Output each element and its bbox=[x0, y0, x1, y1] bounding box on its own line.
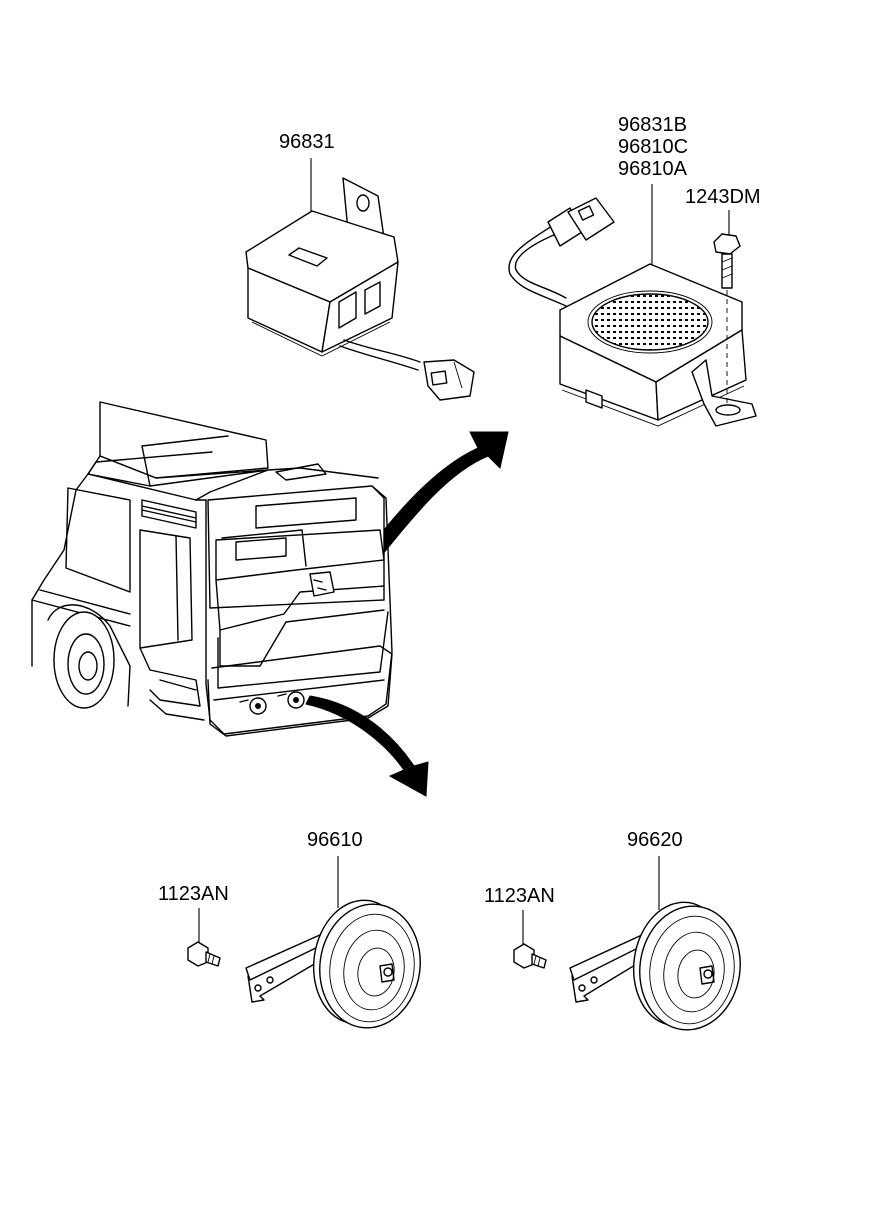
horn-high-illustration bbox=[569, 901, 741, 1031]
buzzer-part-number-1: 96831B bbox=[618, 114, 687, 136]
relay-illustration bbox=[245, 177, 475, 401]
horn-low-bolt-part-number: 1123AN bbox=[158, 883, 229, 905]
buzzer-part-number-2: 96810C bbox=[618, 136, 688, 158]
horn-high-bolt-illustration bbox=[513, 943, 547, 969]
buzzer-part-number-3: 96810A bbox=[618, 158, 688, 180]
relay-part-number: 96831 bbox=[279, 131, 335, 153]
arrow-to-horns bbox=[305, 695, 429, 797]
horn-low-part-number: 96610 bbox=[307, 829, 363, 851]
horn-high-part-number: 96620 bbox=[627, 829, 683, 851]
buzzer-illustration bbox=[508, 197, 757, 427]
horn-high-bolt-part-number: 1123AN bbox=[484, 885, 555, 907]
buzzer-bolt-part-number: 1243DM bbox=[685, 186, 761, 208]
bus-illustration bbox=[31, 401, 393, 737]
horn-low-illustration bbox=[245, 899, 421, 1029]
horn-low-bolt-illustration bbox=[187, 941, 221, 967]
